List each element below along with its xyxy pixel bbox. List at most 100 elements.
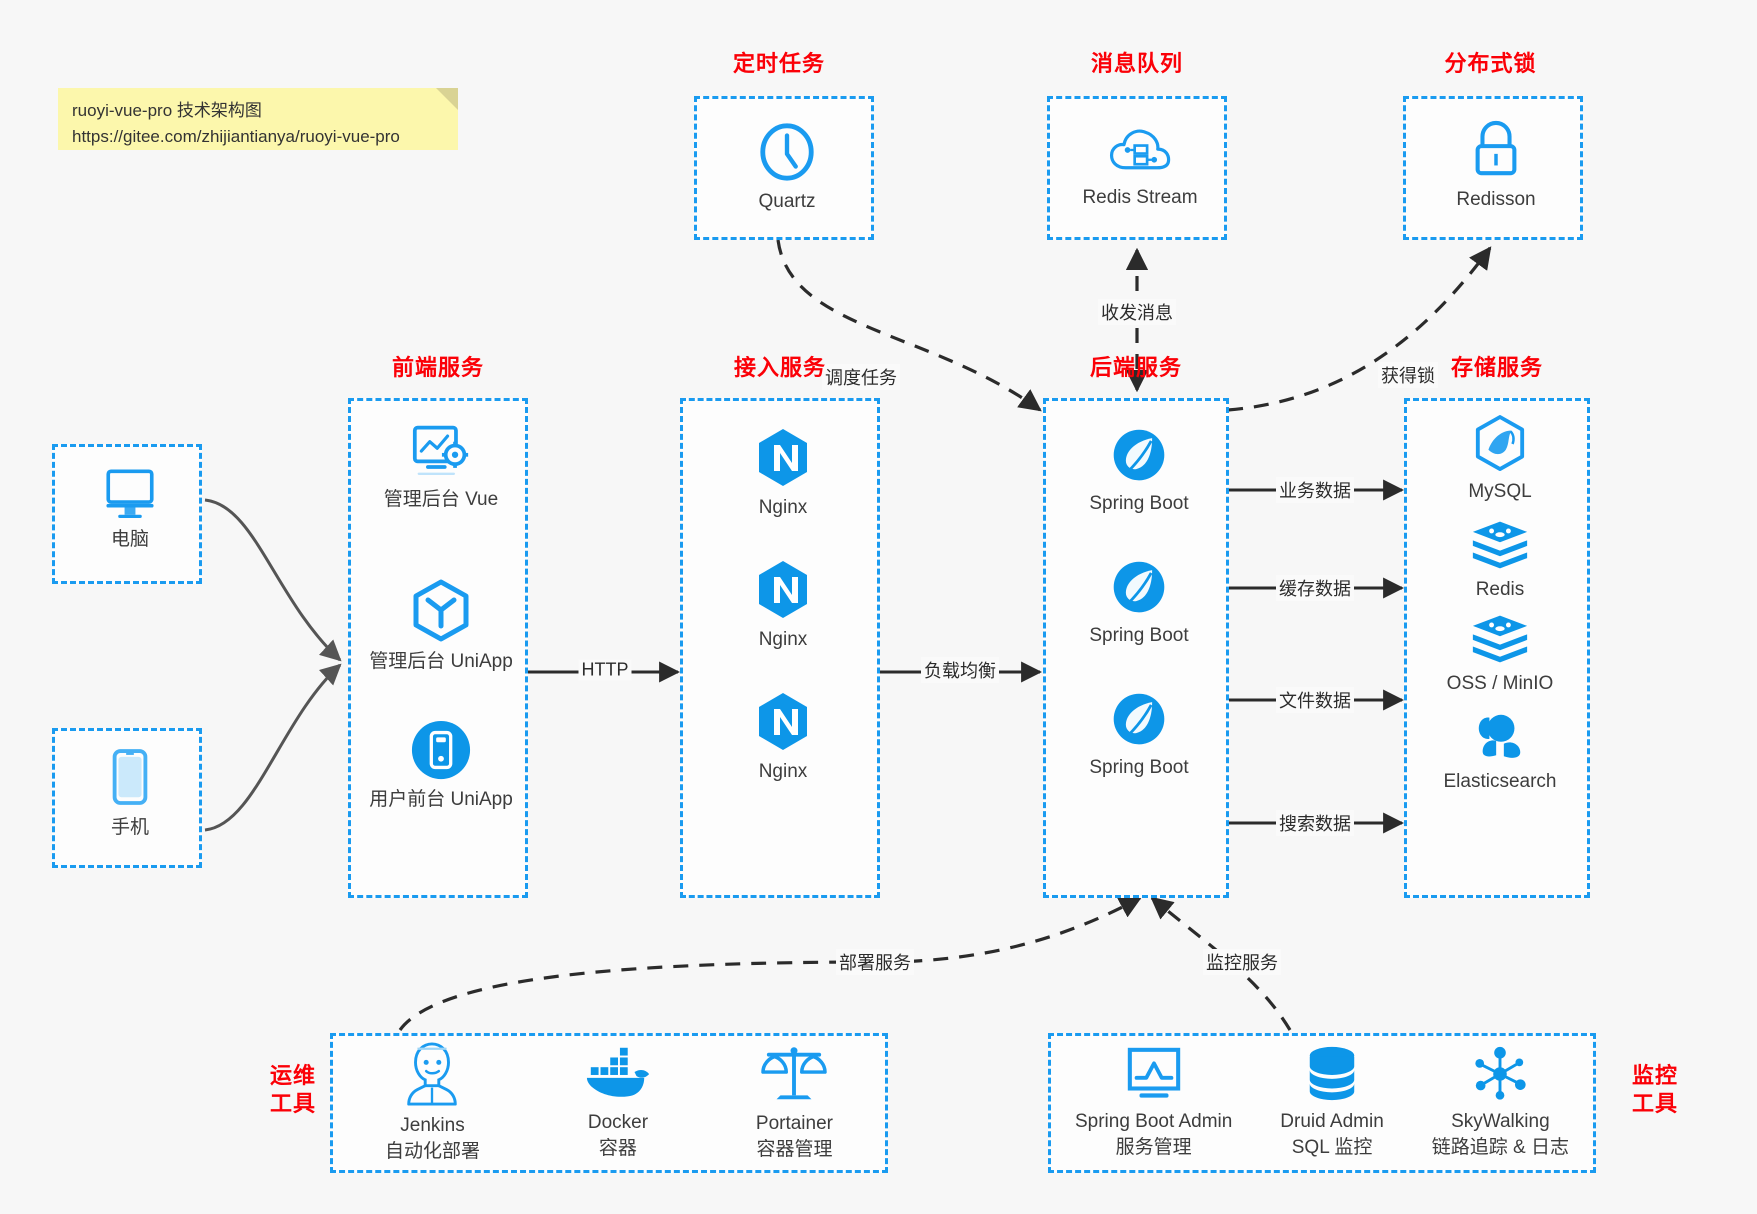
node-label-quartz: Quartz bbox=[758, 191, 816, 212]
database-cylinder-icon bbox=[1309, 1047, 1355, 1101]
node-mobile[interactable]: 手机 bbox=[50, 747, 210, 841]
group-box-ops-tools: Jenkins 自动化部署 Docker 容器 bbox=[330, 1033, 888, 1173]
lock-icon bbox=[1475, 120, 1517, 176]
node-portainer[interactable]: Portainer 容器管理 bbox=[756, 1043, 833, 1162]
nginx-icon bbox=[759, 693, 807, 750]
monitor-title-line1: 监控 bbox=[1631, 1063, 1678, 1088]
node-desktop[interactable]: 电脑 bbox=[50, 465, 210, 553]
node-sublabel-portainer: 容器管理 bbox=[756, 1139, 833, 1161]
group-box-gateway: Nginx Nginx Nginx bbox=[680, 398, 880, 898]
edge-label-load-balance: 负载均衡 bbox=[921, 657, 999, 683]
note-url: https://gitee.com/zhijiantianya/ruoyi-vu… bbox=[72, 127, 400, 147]
node-nginx-1[interactable]: Nginx bbox=[703, 427, 863, 521]
ops-title-line1: 运维 bbox=[269, 1063, 316, 1088]
node-admin-uniapp[interactable]: 管理后台 UniApp bbox=[361, 579, 521, 675]
node-label-docker: Docker bbox=[587, 1112, 649, 1134]
docker-whale-icon bbox=[586, 1048, 650, 1098]
group-box-frontend: 管理后台 Vue 管理后台 UniApp 用户前台 UniApp bbox=[348, 398, 528, 898]
node-docker[interactable]: Docker 容器 bbox=[584, 1044, 652, 1161]
node-label-jenkins: Jenkins bbox=[400, 1115, 465, 1137]
group-title-frontend: 前端服务 bbox=[391, 355, 484, 380]
edge-label-search-data: 搜索数据 bbox=[1276, 810, 1354, 836]
group-title-backend: 后端服务 bbox=[1089, 355, 1182, 380]
node-label-admin-vue: 管理后台 Vue bbox=[383, 489, 499, 510]
group-title-message-queue: 消息队列 bbox=[1090, 51, 1183, 76]
node-label-druid-admin: Druid Admin bbox=[1280, 1111, 1384, 1133]
node-label-portainer: Portainer bbox=[755, 1113, 833, 1135]
node-label-nginx-3: Nginx bbox=[758, 761, 808, 782]
node-label-nginx-2: Nginx bbox=[758, 629, 808, 650]
node-elasticsearch[interactable]: Elasticsearch bbox=[1420, 709, 1580, 795]
group-title-scheduled-tasks: 定时任务 bbox=[732, 51, 825, 76]
group-box-client-desktop: 电脑 bbox=[52, 444, 202, 584]
node-label-spring-boot-1: Spring Boot bbox=[1089, 493, 1189, 514]
node-sublabel-docker: 容器 bbox=[598, 1138, 637, 1160]
diagram-note: ruoyi-vue-pro 技术架构图 https://gitee.com/zh… bbox=[58, 88, 458, 150]
group-title-storage: 存储服务 bbox=[1450, 355, 1543, 380]
nginx-icon bbox=[759, 561, 807, 618]
node-label-spring-boot-2: Spring Boot bbox=[1089, 625, 1189, 646]
hexagon-cube-icon bbox=[413, 579, 469, 642]
group-title-gateway: 接入服务 bbox=[733, 355, 826, 380]
monitor-chart-icon bbox=[1127, 1048, 1180, 1099]
edge-label-send-receive-message: 收发消息 bbox=[1098, 299, 1176, 325]
node-spring-boot-3[interactable]: Spring Boot bbox=[1059, 689, 1219, 781]
spring-boot-icon bbox=[1113, 693, 1165, 745]
dashboard-settings-icon bbox=[412, 425, 469, 476]
node-skywalking[interactable]: SkyWalking 链路追踪 & 日志 bbox=[1432, 1045, 1569, 1160]
node-label-mobile: 手机 bbox=[110, 817, 149, 838]
group-box-monitor-tools: Spring Boot Admin 服务管理 Druid Admin SQL 监… bbox=[1048, 1033, 1596, 1173]
node-label-user-uniapp: 用户前台 UniApp bbox=[369, 789, 513, 810]
group-box-distributed-lock: Redisson bbox=[1403, 96, 1583, 240]
node-sublabel-skywalking: 链路追踪 & 日志 bbox=[1431, 1137, 1569, 1159]
node-sublabel-spring-boot-admin: 服务管理 bbox=[1115, 1137, 1192, 1159]
node-label-oss-minio: OSS / MinIO bbox=[1446, 673, 1554, 694]
edge-label-http: HTTP bbox=[578, 659, 632, 681]
node-label-redis-stream: Redis Stream bbox=[1082, 187, 1198, 208]
node-label-redisson: Redisson bbox=[1456, 189, 1536, 210]
node-label-elasticsearch: Elasticsearch bbox=[1443, 771, 1557, 792]
node-label-spring-boot-admin: Spring Boot Admin bbox=[1074, 1111, 1233, 1133]
node-label-admin-uniapp: 管理后台 UniApp bbox=[369, 651, 513, 672]
node-redis-stream[interactable]: Redis Stream bbox=[1060, 121, 1220, 211]
edge-label-acquire-lock: 获得锁 bbox=[1378, 362, 1438, 388]
node-mysql[interactable]: MySQL bbox=[1420, 415, 1580, 505]
network-nodes-icon bbox=[1475, 1047, 1526, 1100]
note-title: ruoyi-vue-pro 技术架构图 bbox=[72, 101, 262, 120]
node-oss-minio[interactable]: OSS / MinIO bbox=[1420, 613, 1580, 697]
group-box-backend: Spring Boot Spring Boot Spring Boot bbox=[1043, 398, 1229, 898]
node-spring-boot-admin[interactable]: Spring Boot Admin 服务管理 bbox=[1075, 1045, 1232, 1160]
node-sublabel-druid-admin: SQL 监控 bbox=[1291, 1137, 1373, 1159]
group-box-client-mobile: 手机 bbox=[52, 728, 202, 868]
node-label-desktop: 电脑 bbox=[110, 529, 149, 550]
node-label-spring-boot-3: Spring Boot bbox=[1089, 757, 1189, 778]
group-box-storage: MySQL Redis OSS / MinIO bbox=[1404, 398, 1590, 898]
node-quartz[interactable]: Quartz bbox=[707, 121, 867, 215]
node-label-nginx-1: Nginx bbox=[758, 497, 808, 518]
node-redis[interactable]: Redis bbox=[1420, 519, 1580, 603]
node-admin-vue[interactable]: 管理后台 Vue bbox=[361, 423, 521, 513]
edge-label-monitor-service: 监控服务 bbox=[1203, 949, 1281, 975]
node-spring-boot-1[interactable]: Spring Boot bbox=[1059, 425, 1219, 517]
node-jenkins[interactable]: Jenkins 自动化部署 bbox=[385, 1041, 480, 1164]
mobile-app-circle-icon bbox=[411, 720, 471, 780]
group-title-ops-tools: 运维 工具 bbox=[258, 1062, 328, 1117]
clock-icon bbox=[760, 123, 814, 181]
redis-stack-icon bbox=[1472, 615, 1528, 663]
node-nginx-3[interactable]: Nginx bbox=[703, 691, 863, 785]
node-druid-admin[interactable]: Druid Admin SQL 监控 bbox=[1280, 1045, 1384, 1160]
edge-label-file-data: 文件数据 bbox=[1276, 687, 1354, 713]
node-redisson[interactable]: Redisson bbox=[1416, 119, 1576, 213]
cloud-stream-icon bbox=[1109, 129, 1171, 170]
node-label-redis: Redis bbox=[1475, 579, 1525, 600]
node-nginx-2[interactable]: Nginx bbox=[703, 559, 863, 653]
redis-stack-icon bbox=[1472, 521, 1528, 569]
group-title-monitor-tools: 监控 工具 bbox=[1620, 1062, 1690, 1117]
edge-label-cache-data: 缓存数据 bbox=[1276, 575, 1354, 601]
monitor-title-line2: 工具 bbox=[1631, 1090, 1678, 1116]
node-label-skywalking: SkyWalking bbox=[1451, 1111, 1550, 1133]
node-user-uniapp[interactable]: 用户前台 UniApp bbox=[361, 719, 521, 813]
node-spring-boot-2[interactable]: Spring Boot bbox=[1059, 557, 1219, 649]
edge-label-deploy-service: 部署服务 bbox=[836, 949, 914, 975]
node-sublabel-jenkins: 自动化部署 bbox=[384, 1141, 480, 1163]
